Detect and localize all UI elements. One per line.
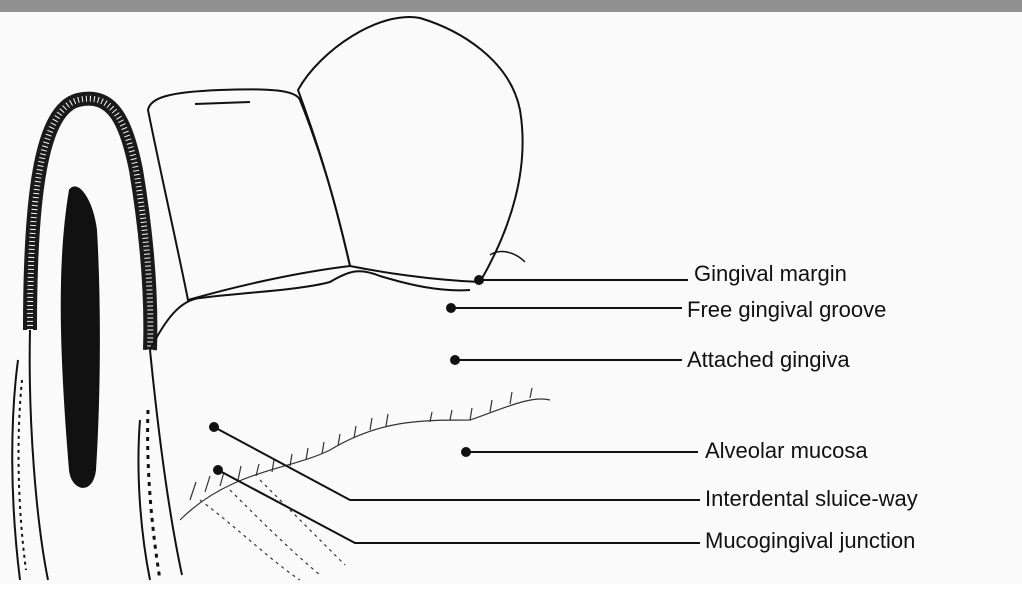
leader-lines: [210, 276, 700, 543]
label-alveolar-mucosa: Alveolar mucosa: [705, 440, 868, 462]
gingiva-contour: [150, 271, 470, 350]
tooth-crown-1: [148, 89, 350, 300]
leader-line-interdental-sluice-way: [214, 427, 700, 500]
label-attached-gingiva: Attached gingiva: [687, 349, 850, 371]
label-mucogingival-junction: Mucogingival junction: [705, 530, 915, 552]
tooth-crown-2: [298, 17, 523, 282]
label-gingival-margin: Gingival margin: [694, 263, 847, 285]
leader-line-mucogingival-junction: [218, 470, 700, 543]
label-interdental-sluice-way: Interdental sluice-way: [705, 488, 918, 510]
scan-top-edge: [0, 0, 1022, 12]
label-free-gingival-groove: Free gingival groove: [687, 299, 886, 321]
mucogingival-hatching: [180, 388, 550, 580]
